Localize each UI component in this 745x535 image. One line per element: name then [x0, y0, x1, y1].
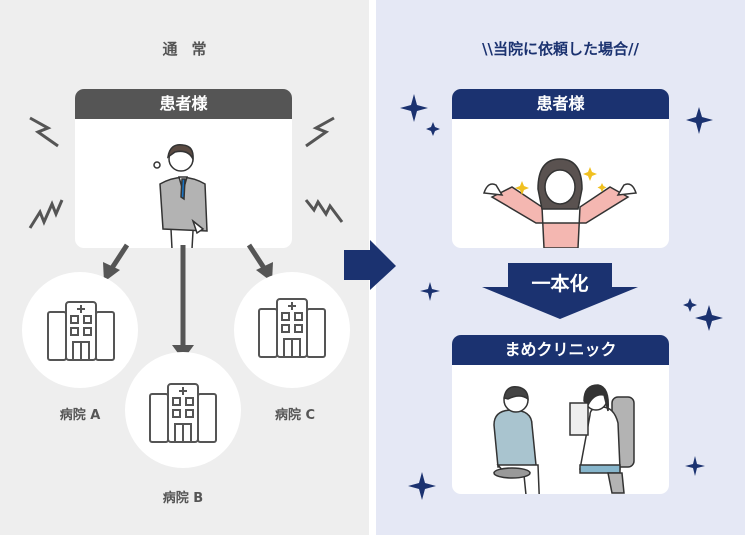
hospital-icon — [47, 301, 115, 361]
sparkle-icon — [695, 305, 723, 331]
lightning-icon — [305, 116, 335, 148]
hospital-icon — [149, 383, 217, 443]
hospital-icon — [258, 298, 326, 358]
hospital-c-circle — [234, 272, 350, 388]
hospital-a-label: 病院 A — [59, 408, 101, 423]
lightning-icon — [29, 116, 59, 148]
merge-label: 一本化 — [531, 273, 589, 295]
hospital-c-label: 病院 C — [274, 408, 316, 423]
sparkle-icon — [683, 298, 697, 312]
patient-card-header: 患者様 — [452, 89, 669, 119]
tired-businessman-illustration — [153, 144, 208, 248]
sparkle-icon — [685, 456, 705, 476]
lightning-icon — [304, 199, 344, 223]
normal-title: 通常 — [162, 40, 221, 58]
arrow-to-hospital-a — [103, 262, 120, 282]
sparkle-icon — [408, 472, 436, 500]
hospital-a-circle — [22, 272, 138, 388]
merge-arrow: 一本化 — [482, 263, 638, 319]
hospital-b-circle — [125, 352, 241, 468]
consultation-illustration — [493, 384, 635, 494]
clinic-card-header: まめクリニック — [452, 335, 669, 365]
sparkle-icon — [686, 107, 713, 134]
down-arrow-icon — [482, 263, 638, 319]
sparkle-icon — [426, 122, 440, 136]
sparkle-icon — [420, 282, 440, 301]
right-arrow-icon — [344, 240, 396, 290]
patient-card-header: 患者様 — [75, 89, 292, 119]
sparkle-icon — [400, 94, 428, 122]
sparkle-decorations — [400, 94, 723, 500]
stress-marks — [28, 116, 344, 360]
lightning-icon — [28, 199, 64, 229]
clinic-card: まめクリニック — [452, 335, 669, 494]
happy-woman-illustration — [482, 158, 638, 248]
patient-card-normal: 患者様 — [75, 89, 292, 248]
patient-card-clinic: 患者様 — [452, 89, 669, 248]
hospital-b-label: 病院 B — [162, 491, 204, 506]
our-clinic-title: \\当院に依頼した場合// — [482, 40, 639, 58]
